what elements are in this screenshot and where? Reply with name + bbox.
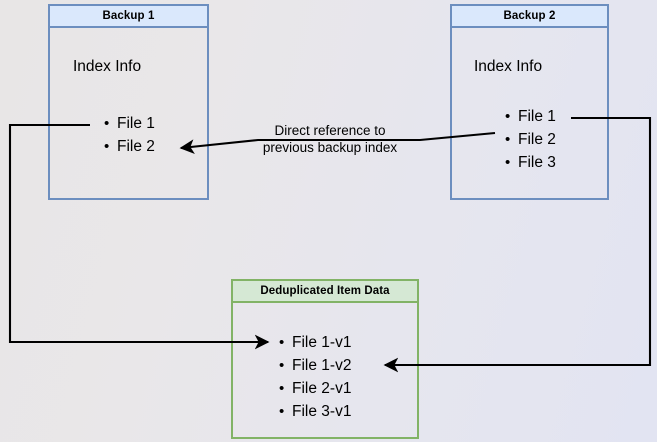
- box-deduplicated-item-data[interactable]: Deduplicated Item Data File 1-v1 File 1-…: [231, 279, 419, 439]
- box-backup2-file-list: File 1 File 2 File 3: [504, 105, 556, 174]
- list-item: File 1-v1: [279, 331, 352, 354]
- box-backup1-subtitle: Index Info: [73, 58, 142, 75]
- box-dedup-title: Deduplicated Item Data: [233, 281, 417, 303]
- box-backup2-subtitle: Index Info: [474, 58, 543, 75]
- list-item: File 2: [505, 128, 556, 151]
- box-backup2[interactable]: Backup 2 Index Info File 1 File 2 File 3: [450, 4, 609, 200]
- list-item: File 2: [104, 135, 155, 158]
- box-backup2-title: Backup 2: [452, 6, 607, 28]
- list-item: File 1-v2: [279, 354, 352, 377]
- box-backup1-title: Backup 1: [50, 6, 207, 28]
- box-backup1-file-list: File 1 File 2: [103, 112, 155, 158]
- annotation-direct-reference: Direct reference to previous backup inde…: [262, 123, 398, 155]
- list-item: File 1: [505, 105, 556, 128]
- list-item: File 1: [104, 112, 155, 135]
- list-item: File 3: [505, 151, 556, 174]
- box-backup1-body: Index Info File 1 File 2: [50, 28, 207, 198]
- box-backup1[interactable]: Backup 1 Index Info File 1 File 2: [48, 4, 209, 200]
- box-dedup-body: File 1-v1 File 1-v2 File 2-v1 File 3-v1: [233, 303, 417, 437]
- box-backup2-body: Index Info File 1 File 2 File 3: [452, 28, 607, 198]
- box-dedup-file-list: File 1-v1 File 1-v2 File 2-v1 File 3-v1: [278, 331, 352, 423]
- list-item: File 2-v1: [279, 377, 352, 400]
- list-item: File 3-v1: [279, 400, 352, 423]
